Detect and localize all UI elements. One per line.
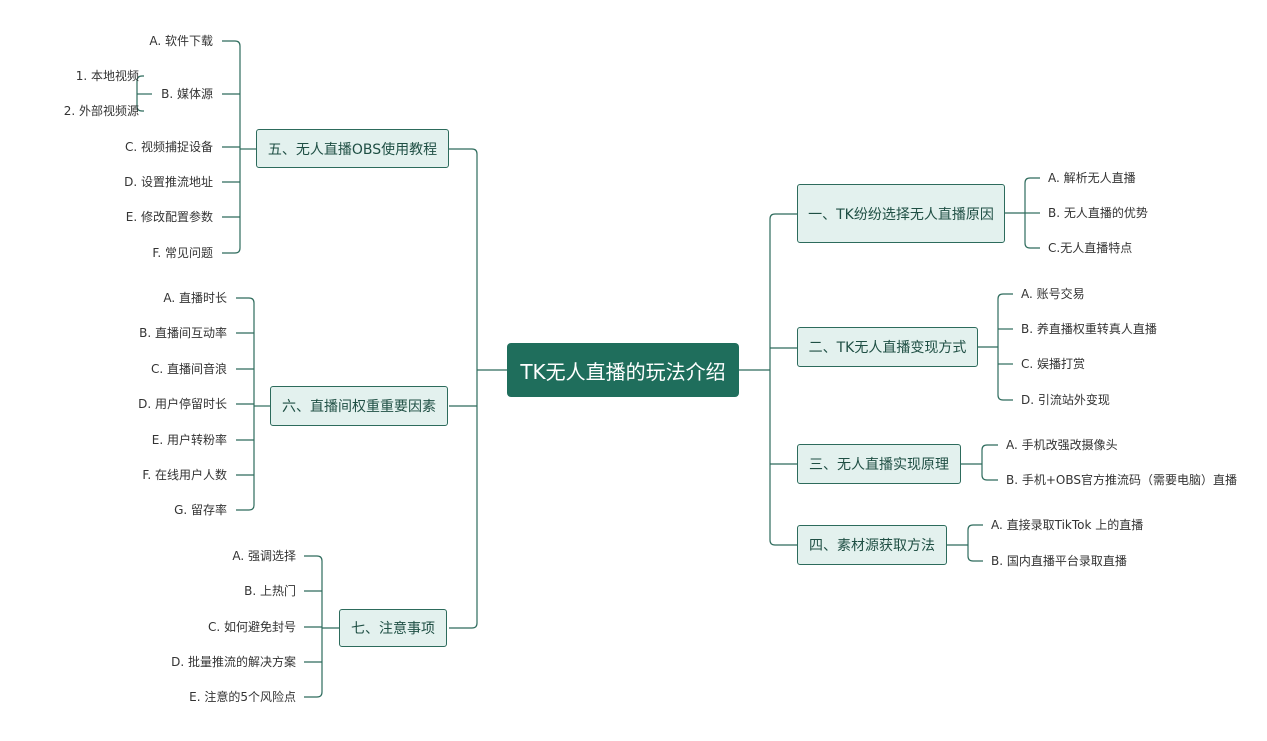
leaf-7e[interactable]: E. 注意的5个风险点 [189, 690, 296, 704]
leaf-3a[interactable]: A. 手机改强改摄像头 [1006, 438, 1118, 452]
leaf-5f[interactable]: F. 常见问题 [152, 246, 213, 260]
b2-stub-0 [997, 293, 1013, 300]
leaf-6g[interactable]: G. 留存率 [174, 503, 227, 517]
b6-stub-0 [236, 297, 255, 304]
b6-stub-6 [236, 504, 255, 511]
leaf-6e[interactable]: E. 用户转粉率 [151, 433, 227, 447]
b1-stub-0 [1024, 177, 1040, 184]
sub-leaf-local-video[interactable]: 1. 本地视频 [75, 69, 139, 83]
b5-sub-stub-1 [136, 105, 144, 112]
b3-stub-1 [981, 474, 998, 481]
root-right-stub-3 [769, 539, 797, 546]
root-left-stub-2 [449, 622, 478, 629]
leaf-6f[interactable]: F. 在线用户人数 [142, 468, 227, 482]
leaf-7d[interactable]: D. 批量推流的解决方案 [171, 655, 296, 669]
leaf-6b[interactable]: B. 直播间互动率 [139, 326, 227, 340]
b2-stub-3 [997, 394, 1013, 401]
branch-node-1[interactable]: 一、TK纷纷选择无人直播原因 [797, 184, 1005, 243]
leaf-5a[interactable]: A. 软件下载 [149, 34, 213, 48]
branch-node-6[interactable]: 六、直播间权重重要因素 [270, 386, 448, 426]
branch-node-2[interactable]: 二、TK无人直播变现方式 [797, 327, 978, 367]
b1-stub-2 [1024, 242, 1040, 249]
b7-stub-0 [304, 555, 323, 562]
branch-node-3[interactable]: 三、无人直播实现原理 [797, 444, 961, 484]
b4-stub-1 [967, 555, 983, 562]
leaf-2b[interactable]: B. 养直播权重转真人直播 [1021, 322, 1157, 336]
leaf-6c[interactable]: C. 直播间音浪 [150, 362, 227, 376]
branch-node-4[interactable]: 四、素材源获取方法 [797, 525, 947, 565]
branch-node-5[interactable]: 五、无人直播OBS使用教程 [256, 129, 449, 168]
leaf-7b[interactable]: B. 上热门 [244, 584, 296, 598]
leaf-2a[interactable]: A. 账号交易 [1021, 287, 1085, 301]
leaf-5e[interactable]: E. 修改配置参数 [125, 210, 213, 224]
leaf-6d[interactable]: D. 用户停留时长 [138, 397, 227, 411]
leaf-4b[interactable]: B. 国内直播平台录取直播 [991, 554, 1127, 568]
leaf-7c[interactable]: C. 如何避免封号 [207, 620, 296, 634]
leaf-2c[interactable]: C. 娱播打赏 [1021, 357, 1086, 371]
root-node[interactable]: TK无人直播的玩法介绍 [507, 343, 739, 397]
leaf-1b[interactable]: B. 无人直播的优势 [1048, 206, 1148, 220]
leaf-6a[interactable]: A. 直播时长 [163, 291, 227, 305]
root-right-stub-0 [769, 213, 797, 220]
leaf-5b[interactable]: B. 媒体源 [161, 87, 213, 101]
b7-stub-4 [304, 691, 323, 698]
leaf-4a[interactable]: A. 直接录取TikTok 上的直播 [991, 518, 1144, 532]
leaf-3b[interactable]: B. 手机+OBS官方推流码（需要电脑）直播 [1006, 473, 1238, 487]
leaf-2d[interactable]: D. 引流站外变现 [1021, 393, 1110, 407]
b5-stub-5 [222, 247, 241, 254]
b5-stub-0 [222, 40, 241, 47]
leaf-5c[interactable]: C. 视频捕捉设备 [124, 140, 213, 154]
leaf-1c[interactable]: C.无人直播特点 [1048, 241, 1133, 255]
b4-stub-0 [967, 524, 983, 531]
leaf-5d[interactable]: D. 设置推流地址 [124, 175, 213, 189]
sub-leaf-external-video[interactable]: 2. 外部视频源 [63, 104, 139, 118]
root-left-stub-0 [449, 148, 478, 155]
leaf-7a[interactable]: A. 强调选择 [232, 549, 296, 563]
leaf-1a[interactable]: A. 解析无人直播 [1048, 171, 1136, 185]
b3-stub-0 [981, 444, 998, 451]
branch-node-7[interactable]: 七、注意事项 [339, 609, 447, 647]
b5-sub-stub-0 [136, 75, 144, 82]
